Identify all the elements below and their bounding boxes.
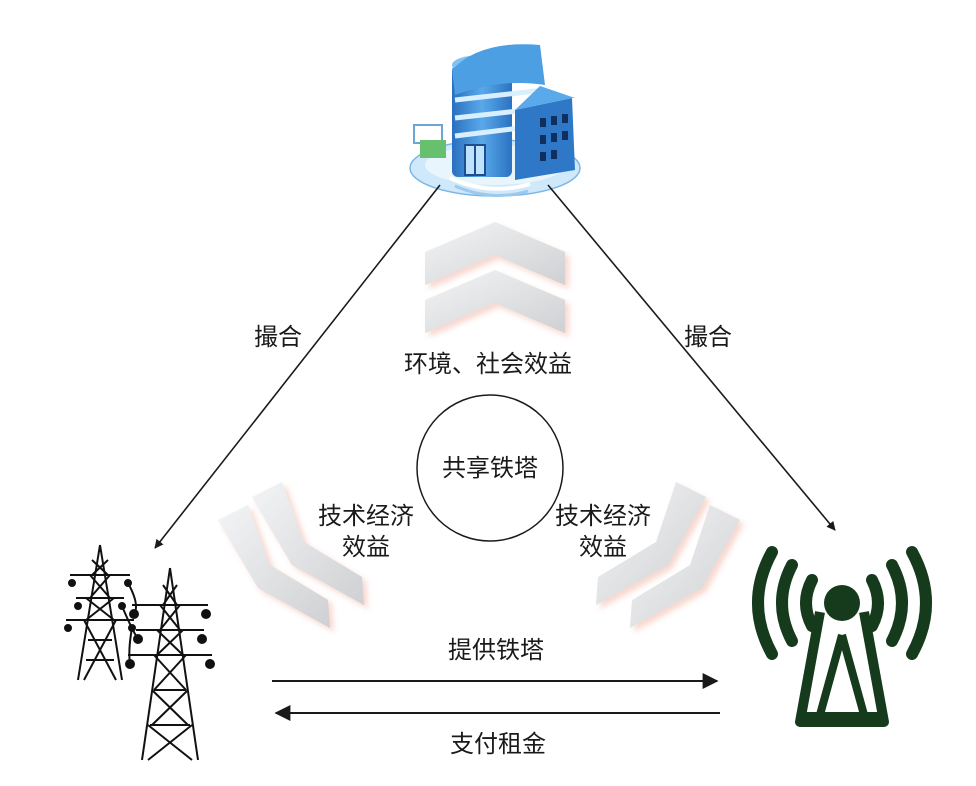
env-social-benefit-label: 环境、社会效益	[404, 350, 572, 378]
tech-econ-benefit-right-line2: 效益	[579, 533, 627, 561]
chevron-left-down-icon	[218, 482, 368, 632]
match-arrow-left	[154, 184, 441, 549]
office-building-icon	[409, 44, 581, 197]
tech-econ-benefit-left-line1: 技术经济	[318, 502, 414, 530]
tech-econ-benefit-right-line1: 技术经济	[555, 502, 651, 530]
power-transmission-tower-icon	[64, 544, 215, 761]
chevron-right-down-icon	[596, 482, 744, 632]
match-label-right: 撮合	[684, 323, 732, 351]
center-circle	[416, 394, 564, 542]
match-label-left: 撮合	[254, 323, 302, 351]
pay-rent-label: 支付租金	[450, 730, 546, 758]
provide-tower-label: 提供铁塔	[448, 636, 544, 664]
wireless-antenna-tower-icon	[752, 546, 932, 727]
chevron-up-icon	[425, 222, 569, 337]
center-label: 共享铁塔	[442, 454, 538, 482]
match-arrow-right	[547, 184, 836, 531]
tech-econ-benefit-left-line2: 效益	[342, 533, 390, 561]
